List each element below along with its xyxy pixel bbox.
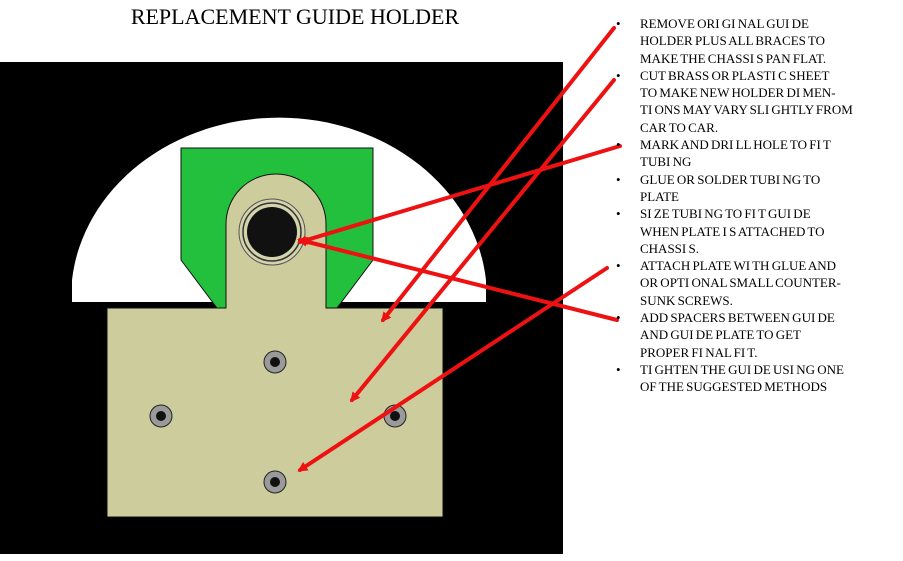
instruction-item: ADD SPACERS BETWEEN GUI DE AND GUI DE PL…: [612, 309, 903, 361]
tube-hole-icon: [238, 198, 306, 266]
red-arrow-icon: [297, 266, 609, 472]
red-arrow-icon: [297, 236, 619, 322]
instruction-item: TI GHTEN THE GUI DE USI NG ONE OF THE SU…: [612, 361, 903, 396]
instruction-list: REMOVE ORI GI NAL GUI DE HOLDER PLUS ALL…: [612, 15, 903, 396]
screw-icon: [263, 350, 287, 374]
red-arrow-icon: [297, 144, 622, 245]
red-arrow-icon: [350, 78, 616, 403]
instruction-item: ATTACH PLATE WI TH GLUE AND OR OPTI ONAL…: [612, 257, 903, 309]
page-title: REPLACEMENT GUIDE HOLDER: [130, 4, 460, 29]
instruction-item: SI ZE TUBI NG TO FI T GUI DE WHEN PLATE …: [612, 205, 903, 257]
instruction-item: CUT BRASS OR PLASTI C SHEET TO MAKE NEW …: [612, 67, 903, 136]
instruction-item: REMOVE ORI GI NAL GUI DE HOLDER PLUS ALL…: [612, 15, 903, 67]
screw-icon: [149, 404, 173, 428]
screw-icon: [263, 470, 287, 494]
instruction-item: MARK AND DRI LL HOLE TO FI T TUBI NG: [612, 136, 903, 171]
instruction-item: GLUE OR SOLDER TUBI NG TO PLATE: [612, 171, 903, 206]
